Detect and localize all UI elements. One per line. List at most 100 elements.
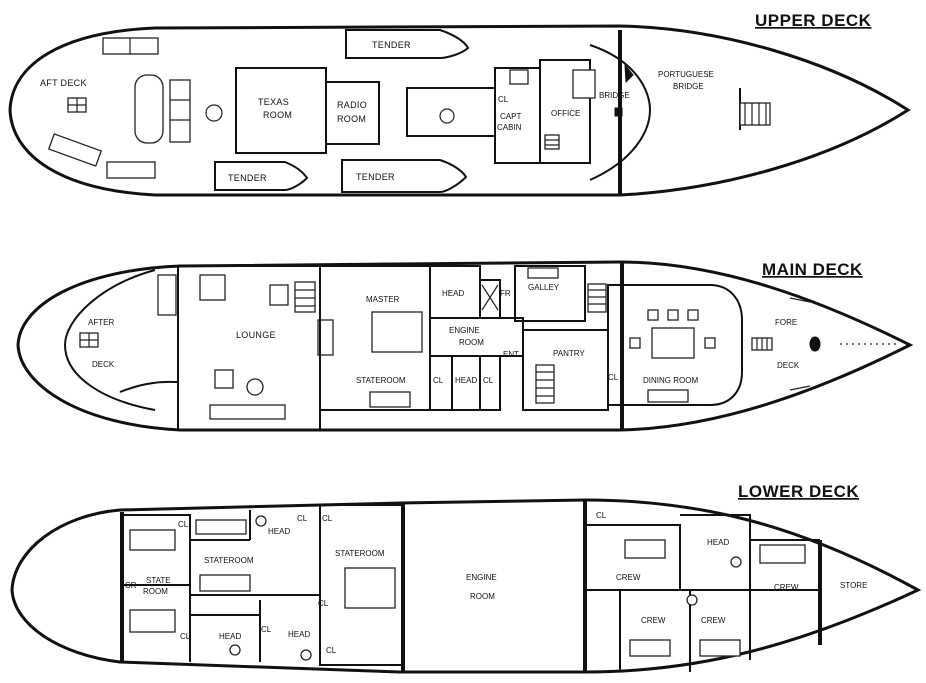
tender-1 [345, 29, 470, 59]
svg-text:CL: CL [297, 514, 308, 523]
mast [205, 104, 223, 122]
lounger-seats [169, 79, 191, 143]
svg-text:FORE: FORE [775, 318, 797, 327]
svg-text:MASTER: MASTER [366, 295, 400, 304]
svg-text:HEAD: HEAD [219, 632, 241, 641]
svg-text:CL: CL [498, 95, 509, 104]
svg-text:STORE: STORE [840, 581, 867, 590]
svg-text:BRIDGE: BRIDGE [673, 82, 704, 91]
upper-deck: UPPER DECK AFT DECK TEXAS ROOM RADIO ROO… [8, 11, 911, 197]
svg-text:HEAD: HEAD [268, 527, 290, 536]
windlass [809, 336, 821, 352]
upper-deck-title: UPPER DECK [755, 11, 872, 30]
svg-text:TENDER: TENDER [372, 40, 411, 50]
svg-text:CL: CL [180, 632, 191, 641]
svg-text:CL: CL [483, 376, 494, 385]
svg-text:CL: CL [433, 376, 444, 385]
svg-text:RADIO: RADIO [337, 100, 367, 110]
aft-deck-label: AFT DECK [40, 78, 87, 88]
svg-text:CREW: CREW [616, 573, 641, 582]
svg-text:DECK: DECK [777, 361, 800, 370]
svg-text:CL: CL [608, 373, 619, 382]
svg-text:STATE: STATE [146, 576, 171, 585]
tender-3 [341, 159, 468, 193]
svg-text:STATEROOM: STATEROOM [356, 376, 406, 385]
svg-text:ROOM: ROOM [337, 114, 366, 124]
tender-2 [214, 161, 309, 191]
bunk [759, 544, 806, 564]
stair [587, 283, 607, 313]
galley [514, 265, 586, 322]
bunk [199, 574, 251, 592]
svg-text:HEAD: HEAD [707, 538, 729, 547]
svg-text:CAPT: CAPT [500, 112, 521, 121]
helm [614, 107, 623, 117]
stair [294, 281, 316, 313]
dining-table [651, 327, 695, 359]
svg-text:ROOM: ROOM [470, 592, 495, 601]
svg-text:CREW: CREW [774, 583, 799, 592]
svg-text:DINING ROOM: DINING ROOM [643, 376, 698, 385]
svg-text:CL: CL [596, 511, 607, 520]
bed [371, 311, 423, 353]
deck-chair [106, 161, 156, 179]
svg-text:AFTER: AFTER [88, 318, 114, 327]
main-deck-hull [16, 260, 914, 432]
office [539, 59, 591, 164]
fireplace [317, 319, 334, 356]
svg-text:STATEROOM: STATEROOM [335, 549, 385, 558]
svg-text:GALLEY: GALLEY [528, 283, 560, 292]
main-deck: MAIN DECK AFTER DECK LOUNGE MASTER STATE… [16, 260, 914, 432]
svg-text:CREW: CREW [641, 616, 666, 625]
svg-text:FR: FR [500, 289, 511, 298]
svg-text:CL: CL [322, 514, 333, 523]
svg-text:TENDER: TENDER [356, 172, 395, 182]
bunk [624, 539, 666, 559]
sofa [209, 404, 286, 420]
svg-text:TEXAS: TEXAS [258, 97, 289, 107]
ladder [739, 102, 771, 126]
svg-text:ROOM: ROOM [459, 338, 484, 347]
svg-text:CL: CL [178, 520, 189, 529]
skylight [406, 87, 496, 137]
table-oval [134, 74, 164, 144]
svg-text:OFFICE: OFFICE [551, 109, 580, 118]
radio-room [325, 81, 380, 145]
svg-text:STATEROOM: STATEROOM [204, 556, 254, 565]
svg-text:PORTUGUESE: PORTUGUESE [658, 70, 714, 79]
svg-text:ROOM: ROOM [263, 110, 292, 120]
bed [344, 567, 396, 609]
deck-chair [47, 133, 103, 167]
svg-text:ROOM: ROOM [143, 587, 168, 596]
upper-deck-hull [8, 24, 911, 197]
svg-text:ENGINE: ENGINE [449, 326, 480, 335]
svg-text:HEAD: HEAD [442, 289, 464, 298]
stair [535, 364, 555, 404]
bunk [629, 639, 671, 657]
lower-deck: LOWER DECK CL HEAD CL CL STATEROOM STATE… [10, 482, 922, 674]
main-deck-title: MAIN DECK [762, 260, 863, 279]
bridge-curve [589, 44, 652, 181]
svg-text:CABIN: CABIN [497, 123, 522, 132]
dining-room [607, 284, 743, 406]
svg-text:PANTRY: PANTRY [553, 349, 585, 358]
lower-deck-hull [10, 498, 922, 674]
svg-text:HEAD: HEAD [288, 630, 310, 639]
svg-text:CL: CL [261, 625, 272, 634]
stair [544, 134, 560, 150]
svg-text:CREW: CREW [701, 616, 726, 625]
bunk [195, 519, 247, 535]
bunk [699, 639, 741, 657]
svg-text:HEAD: HEAD [455, 376, 477, 385]
svg-text:BRIDGE: BRIDGE [599, 91, 630, 100]
lower-deck-title: LOWER DECK [738, 482, 859, 501]
svg-text:LOUNGE: LOUNGE [236, 330, 276, 340]
svg-text:ENT: ENT [503, 350, 519, 359]
armchair [199, 274, 226, 301]
svg-text:DECK: DECK [92, 360, 115, 369]
svg-text:ENGINE: ENGINE [466, 573, 497, 582]
svg-text:CL: CL [326, 646, 337, 655]
svg-text:CR: CR [125, 581, 137, 590]
svg-text:CL: CL [318, 599, 329, 608]
